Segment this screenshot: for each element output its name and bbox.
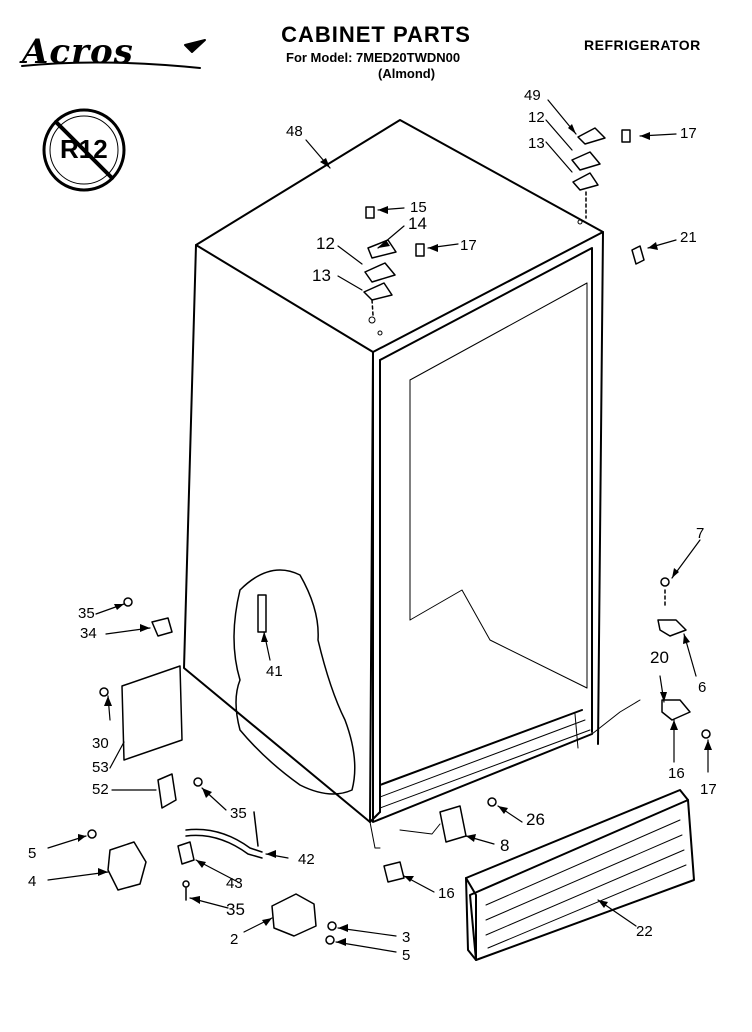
brand-swoosh-icon (21, 61, 201, 69)
callout-52: 52 (92, 781, 109, 798)
callout-42: 42 (298, 851, 315, 868)
callout-13: 13 (528, 135, 545, 152)
callout-14: 14 (408, 214, 427, 233)
callout-16: 16 (438, 885, 455, 902)
callout-17: 17 (460, 237, 477, 254)
callout-5: 5 (28, 845, 37, 862)
cabinet-body (183, 119, 641, 849)
callout-2: 2 (230, 931, 239, 948)
leader-lines (47, 99, 709, 953)
left-wall-parts (99, 594, 267, 809)
bottom-left-parts (87, 811, 337, 945)
callout-17: 17 (700, 781, 717, 798)
callout-26: 26 (526, 810, 545, 829)
color-line: (Almond) (378, 66, 436, 81)
r12-badge-text: R12 (60, 134, 108, 164)
no-r12-icon (42, 108, 126, 192)
callout-13: 13 (312, 266, 331, 285)
callout-7: 7 (696, 525, 705, 542)
callout-41: 41 (266, 663, 283, 680)
callout-30: 30 (92, 735, 109, 752)
hinge-stack-center (363, 206, 425, 316)
callout-16: 16 (668, 765, 685, 782)
callout-53: 53 (92, 759, 109, 776)
hinge-stack-right (571, 127, 645, 265)
brand-star-icon (184, 39, 206, 53)
callout-35: 35 (230, 805, 247, 822)
page-title: CABINET PARTS (281, 22, 471, 47)
toe-grille (465, 789, 695, 961)
callout-15: 15 (410, 199, 427, 216)
callout-3: 3 (402, 929, 411, 946)
callout-6: 6 (698, 679, 707, 696)
leader-arrowheads (78, 124, 712, 946)
callout-34: 34 (80, 625, 97, 642)
callout-43: 43 (226, 875, 243, 892)
model-line: For Model: 7MED20TWDN00 (286, 50, 461, 65)
callout-17: 17 (680, 125, 697, 142)
callout-48: 48 (286, 123, 303, 140)
callout-8: 8 (500, 836, 510, 855)
category-label: REFRIGERATOR (584, 37, 701, 53)
callout-20: 20 (650, 648, 669, 667)
callout-12: 12 (316, 234, 335, 253)
callout-22: 22 (636, 923, 653, 940)
callout-49: 49 (524, 87, 541, 104)
callout-21: 21 (680, 229, 697, 246)
lower-hinge-right (657, 577, 711, 739)
callout-5: 5 (402, 947, 411, 964)
callout-4: 4 (28, 873, 37, 890)
callout-35: 35 (78, 605, 95, 622)
callout-35: 35 (226, 900, 245, 919)
callout-12: 12 (528, 109, 545, 126)
